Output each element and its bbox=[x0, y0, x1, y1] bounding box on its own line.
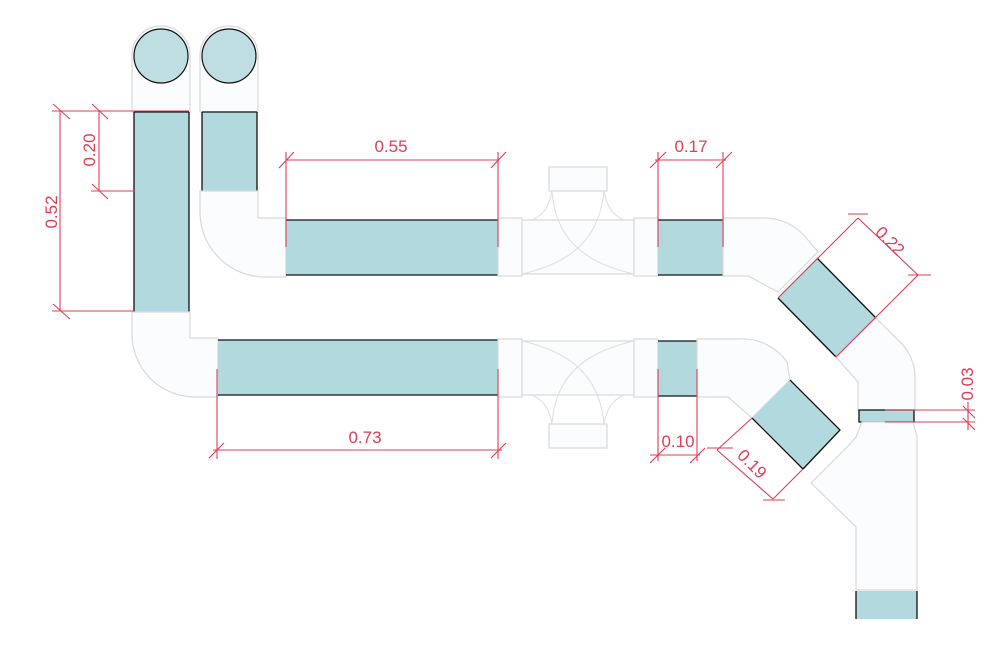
elbow-top-right bbox=[722, 217, 819, 293]
pipe-bottom-short bbox=[658, 340, 697, 397]
pipe-top-short bbox=[658, 219, 723, 276]
dim-label-top-right-short: 0.17 bbox=[674, 137, 707, 156]
pipe-vertical-bottom bbox=[855, 591, 918, 619]
elbow-top-left bbox=[199, 190, 287, 278]
tee-bottom bbox=[497, 338, 659, 449]
dim-label-diagonal-upper: 0.22 bbox=[871, 223, 908, 260]
dimension-lines bbox=[52, 103, 976, 501]
wye-bottom-right bbox=[810, 421, 918, 591]
elbow-bottom-left bbox=[131, 311, 219, 398]
elbow-right-down bbox=[835, 317, 916, 411]
tee-top bbox=[497, 166, 659, 277]
pipe-vertical-left bbox=[133, 111, 190, 312]
pipe-bottom-horizontal bbox=[218, 339, 498, 396]
dim-label-diagonal-lower: 0.19 bbox=[733, 446, 770, 483]
dim-label-bottom-horizontal: 0.73 bbox=[348, 428, 381, 447]
pipe-small-right bbox=[858, 409, 915, 423]
pipe-diagonal-upper bbox=[777, 257, 877, 358]
pipe-end-caps bbox=[131, 25, 259, 113]
dim-label-vertical-total: 0.52 bbox=[42, 195, 61, 228]
pipe-top-horizontal bbox=[286, 219, 498, 276]
dim-label-vertical-inner: 0.20 bbox=[80, 133, 99, 166]
pipe-vertical-short bbox=[201, 111, 258, 191]
pipe-diagonal-lower bbox=[751, 379, 841, 470]
dim-label-right-small: 0.03 bbox=[958, 367, 977, 400]
dim-label-bottom-right-short: 0.10 bbox=[661, 432, 694, 451]
dim-label-top-horizontal: 0.55 bbox=[374, 137, 407, 156]
